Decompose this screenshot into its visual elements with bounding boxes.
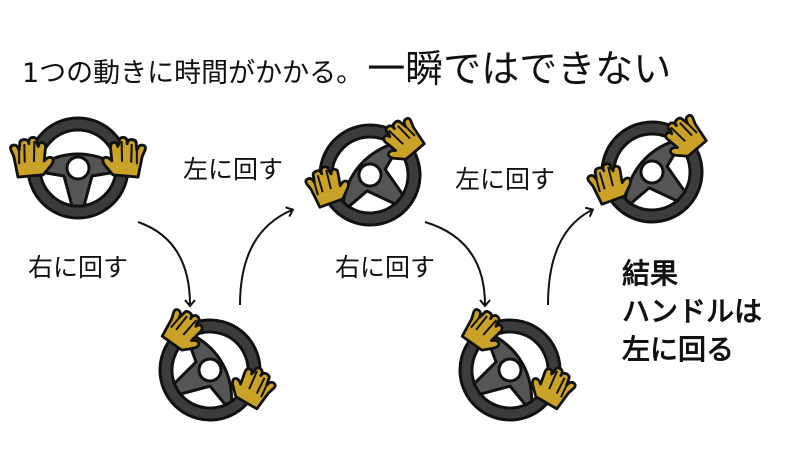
label-step3: 右に回す [335, 253, 436, 282]
result-line2: ハンドルは [622, 295, 763, 328]
arrow-1 [137, 221, 196, 308]
steering-wheel-5 [580, 100, 724, 244]
arrow-3 [424, 221, 491, 308]
steering-wheel-3 [298, 103, 442, 247]
label-step2: 左に回す [183, 155, 284, 184]
arrow-4 [547, 206, 595, 306]
result-text: 結果 ハンドルは 左に回る [622, 255, 762, 369]
title-part2: 一瞬ではできない [367, 47, 672, 91]
steering-wheel-4 [440, 300, 581, 440]
result-line1: 結果 [622, 257, 679, 290]
title-part1: 1つの動きに時間がかかる。 [22, 58, 364, 89]
label-step1: 右に回す [28, 253, 129, 282]
steering-wheel-1 [8, 116, 148, 220]
steering-wheel-2 [140, 300, 281, 440]
result-line3: 左に回る [622, 333, 735, 366]
arrow-2 [239, 206, 295, 306]
label-step4: 左に回す [455, 165, 556, 194]
page-title: 1つの動きに時間がかかる。一瞬ではできない [22, 38, 671, 93]
